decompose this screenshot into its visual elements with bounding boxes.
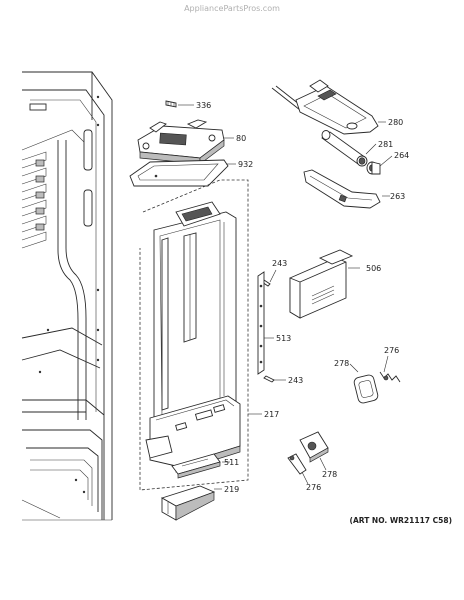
bracket-80 (137, 119, 234, 165)
callout-276-upper: 276 (384, 346, 399, 355)
gasket-932 (129, 159, 236, 187)
callout-278-lower: 278 (322, 470, 337, 479)
filter-cap-264 (366, 155, 393, 175)
filter-cover-263 (303, 169, 390, 209)
callout-506: 506 (366, 264, 381, 273)
screw-336 (165, 100, 194, 108)
callout-217: 217 (264, 410, 279, 419)
callout-264: 264 (394, 151, 409, 160)
callout-281: 281 (378, 140, 393, 149)
art-number: (ART NO. WR21117 C58) (350, 516, 452, 525)
callout-219: 219 (224, 485, 239, 494)
screw-243-lower (263, 375, 286, 383)
watermark-text: AppliancePartsPros.com (184, 4, 280, 13)
refrigerator-cabinet (21, 71, 113, 521)
callout-511: 511 (224, 458, 239, 467)
spring-276-lower (287, 453, 309, 485)
callout-243-upper: 243 (272, 259, 287, 268)
air-duct-housing (145, 201, 241, 473)
cover-511 (171, 453, 230, 479)
callout-263: 263 (390, 192, 405, 201)
actuator-278-lower (299, 431, 329, 471)
filter-housing-280 (271, 79, 386, 135)
callout-280: 280 (388, 118, 403, 127)
filter-cartridge-281 (321, 130, 377, 167)
duct-219 (160, 485, 222, 521)
callout-278-upper: 278 (334, 359, 349, 368)
spring-276-upper (379, 355, 401, 383)
callout-243-lower: 243 (288, 376, 303, 385)
assembly-boundary-217 (139, 179, 249, 491)
actuator-278-upper (349, 363, 379, 404)
callout-513: 513 (276, 334, 291, 343)
housing-506 (289, 249, 360, 319)
callout-336: 336 (196, 101, 211, 110)
callout-276-lower: 276 (306, 483, 321, 492)
callout-932: 932 (238, 160, 253, 169)
rail-513 (257, 271, 274, 375)
callout-80: 80 (236, 134, 246, 143)
callout-labels: 336 80 932 280 281 264 263 243 506 513 2… (196, 101, 409, 494)
